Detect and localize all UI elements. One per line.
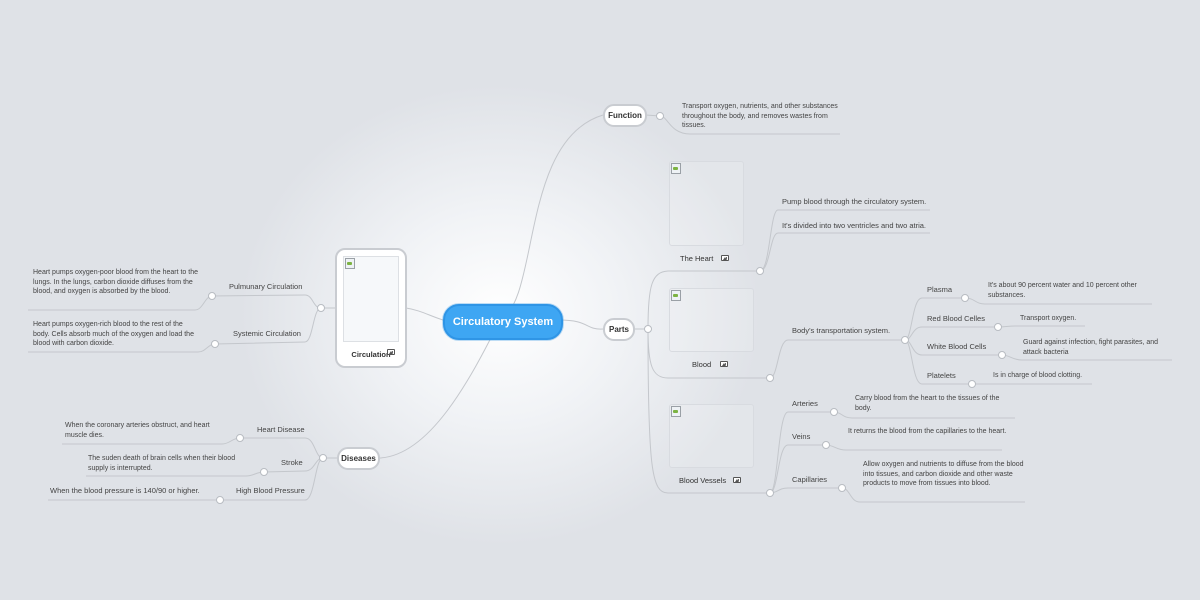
disease-name: High Blood Pressure (236, 486, 305, 495)
vessel-type-name: Veins (792, 432, 811, 441)
blood-image (669, 288, 754, 352)
blood-component-name: White Blood Cells (927, 342, 987, 351)
broken-image-icon (345, 258, 355, 269)
disease-name: Stroke (281, 458, 303, 467)
image-icon[interactable] (733, 477, 741, 483)
blood-component-name: Plasma (927, 285, 953, 294)
blood-component-desc: Transport oxygen. (1020, 315, 1077, 322)
blood-component-desc: Guard against infection, fight parasites… (1023, 339, 1159, 356)
blood-component-desc: It's about 90 percent water and 10 perce… (988, 282, 1137, 299)
image-icon[interactable] (387, 349, 395, 355)
broken-image-icon (671, 406, 681, 417)
diseases-node[interactable]: Diseases (337, 447, 380, 470)
root-node[interactable]: Circulatory System (443, 304, 563, 340)
image-icon[interactable] (720, 361, 728, 367)
vessel-type-name: Capillaries (792, 475, 828, 484)
circulation-type-desc: Heart pumps oxygen-rich blood to the res… (33, 321, 194, 347)
blood-vessels-caption[interactable]: Blood Vessels (679, 476, 727, 485)
blood-component-name: Platelets (927, 371, 956, 380)
broken-image-icon (671, 163, 681, 174)
heart-fact-2: It's divided into two ventricles and two… (782, 221, 927, 230)
blood-component-desc: Is in charge of blood clotting. (993, 372, 1083, 379)
circulation-type-name: Pulmunary Circulation (229, 282, 303, 291)
heart-caption[interactable]: The Heart (680, 254, 714, 263)
vessel-type-desc: Carry blood from the heart to the tissue… (855, 395, 1000, 412)
vessel-type-name: Arteries (792, 399, 818, 408)
circulation-node[interactable]: Circulation (335, 248, 407, 368)
blood-vessels-image (669, 404, 754, 468)
disease-desc: When the blood pressure is 140/90 or hig… (50, 486, 200, 495)
blood-summary: Body's transportation system. (792, 326, 891, 335)
blood-component-name: Red Blood Celles (927, 314, 985, 323)
parts-node[interactable]: Parts (603, 318, 635, 341)
disease-name: Heart Disease (257, 425, 305, 434)
heart-image (669, 161, 744, 246)
vessel-type-desc: Allow oxygen and nutrients to diffuse fr… (863, 461, 1024, 487)
circulation-caption-text: Circulation (351, 350, 391, 359)
blood-caption[interactable]: Blood (692, 360, 712, 369)
function-text: Transport oxygen, nutrients, and other s… (682, 103, 838, 129)
image-icon[interactable] (721, 255, 729, 261)
function-node[interactable]: Function (603, 104, 647, 127)
disease-desc: When the coronary arteries obstruct, and… (65, 422, 210, 439)
disease-desc: The suden death of brain cells when thei… (88, 455, 236, 472)
circulation-caption: Circulation (337, 350, 405, 359)
broken-image-icon (671, 290, 681, 301)
vessel-type-desc: It returns the blood from the capillarie… (848, 428, 1007, 435)
circulation-type-desc: Heart pumps oxygen-poor blood from the h… (33, 269, 198, 295)
heart-fact-1: Pump blood through the circulatory syste… (782, 197, 927, 206)
circulation-image (343, 256, 399, 342)
circulation-type-name: Systemic Circulation (233, 329, 301, 338)
